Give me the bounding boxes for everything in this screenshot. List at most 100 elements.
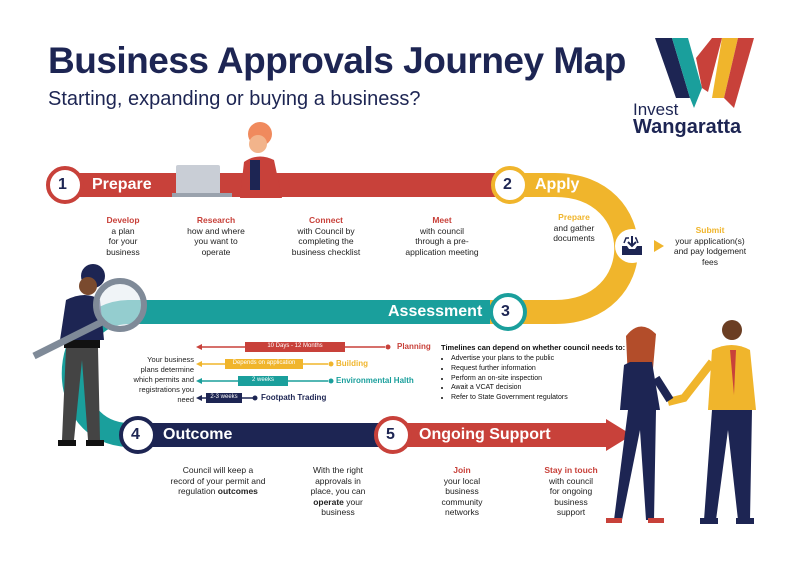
prepare-step-meet: Meet with council through a pre- applica… <box>395 215 489 257</box>
stage-name-apply: Apply <box>535 176 580 193</box>
timeline-building <box>196 359 334 369</box>
note-line: record of your permit and <box>170 475 266 486</box>
step-line: business <box>445 486 479 496</box>
step-label: Submit <box>695 225 725 235</box>
inbox-download-icon <box>615 229 649 263</box>
stage-name-outcome: Outcome <box>163 426 233 443</box>
submit-arrow <box>654 240 664 252</box>
step-line: for your <box>108 236 138 246</box>
timeline-bars <box>196 342 391 403</box>
support-step-stay-in-touch: Stay in touch with council for ongoing b… <box>535 465 607 518</box>
page-title: Business Approvals Journey Map <box>48 40 626 81</box>
stage-circle-4 <box>119 416 157 454</box>
apply-road <box>490 173 639 324</box>
outcome-note-record: Council will keep a record of your permi… <box>158 465 278 497</box>
note-line: Council will keep a <box>182 465 254 475</box>
step-line: documents <box>553 233 595 243</box>
timeline-building-label: Building <box>336 359 368 368</box>
plans-note: Your business plans determine which perm… <box>126 355 194 405</box>
prepare-step-research: Research how and where you want to opera… <box>176 215 256 257</box>
step-label: Stay in touch <box>544 465 598 475</box>
note-line: plans determine <box>140 365 194 374</box>
step-line: for ongoing <box>549 486 593 496</box>
step-label: Connect <box>309 215 343 225</box>
step-line: business <box>554 496 588 507</box>
step-line: your application(s) <box>675 235 745 246</box>
step-line: a plan <box>111 225 135 236</box>
outcome-note-operate: With the right approvals in place, you c… <box>298 465 378 518</box>
list-item: Await a VCAT decision <box>451 383 568 393</box>
note-line: business <box>321 507 355 517</box>
note-line: regulation <box>178 486 218 496</box>
step-line: with Council by <box>297 225 355 236</box>
list-item: Refer to State Government regulators <box>451 393 568 403</box>
stage-circle-5 <box>374 416 412 454</box>
timeline-environmental <box>196 376 334 386</box>
person-at-laptop-illustration <box>172 122 282 198</box>
step-line: completing the <box>298 236 354 246</box>
wangaratta-logo-mark <box>655 38 754 108</box>
laptop-icon <box>176 165 220 195</box>
page-subtitle: Starting, expanding or buying a business… <box>48 88 421 110</box>
timeline-footpath-duration: 2-3 weeks <box>210 394 238 400</box>
step-label: Meet <box>432 215 452 225</box>
note-line: With the right <box>312 465 364 475</box>
stage-circle-1 <box>46 166 84 204</box>
stage-number-2: 2 <box>503 176 512 193</box>
step-line: with council <box>420 225 464 236</box>
timelines-depend-heading: Timelines can depend on whether council … <box>441 343 626 352</box>
note-line: which permits and <box>133 375 194 384</box>
step-line: how and where <box>187 225 245 236</box>
stage-number-5: 5 <box>386 426 395 443</box>
note-bold: outcomes <box>217 486 258 496</box>
step-line: and pay lodgement <box>673 246 747 256</box>
step-line: and gather <box>553 222 595 233</box>
note-line: your <box>343 496 363 507</box>
logo-invest-text: Invest <box>633 100 679 119</box>
list-item: Advertise your plans to the public <box>451 354 568 364</box>
timeline-planning-duration: 10 Days - 12 Months <box>267 343 323 349</box>
timeline-footpath <box>196 393 258 403</box>
step-line: with council <box>549 475 593 486</box>
step-line: support <box>556 507 586 517</box>
stage-name-prepare: Prepare <box>92 176 152 193</box>
note-line: approvals in <box>315 475 361 486</box>
step-label: Join <box>453 465 471 475</box>
step-line: your local <box>443 475 481 486</box>
step-label: Develop <box>106 215 140 225</box>
magnifying-glass-icon <box>32 278 147 360</box>
apply-step-submit: Submit your application(s) and pay lodge… <box>664 225 756 267</box>
timeline-environmental-duration: 2 weeks <box>251 377 274 383</box>
step-line: application meeting <box>405 246 479 257</box>
note-bold: operate <box>313 496 344 507</box>
note-line: place, you can <box>310 486 366 496</box>
step-line: community <box>441 496 483 507</box>
prepare-step-develop: Develop a plan for your business <box>93 215 153 257</box>
apply-step-prepare: Prepare and gather documents <box>540 212 608 244</box>
stage-number-3: 3 <box>501 303 510 320</box>
step-label: Research <box>196 215 236 225</box>
step-line: business <box>106 246 140 257</box>
stage-number-4: 4 <box>131 426 140 443</box>
timeline-building-duration: Depends on application <box>232 360 296 366</box>
timeline-planning-label: Planning <box>397 342 431 351</box>
timeline-footpath-label: Footpath Trading <box>261 393 327 402</box>
stage-name-assessment: Assessment <box>388 303 483 320</box>
timelines-depend-list: Advertise your plans to the public Reque… <box>441 354 568 403</box>
timeline-planning <box>196 342 391 352</box>
step-line: through a pre- <box>415 236 469 246</box>
note-line: Your business <box>147 355 194 364</box>
list-item: Request further information <box>451 364 568 374</box>
note-line: registrations you need <box>138 385 194 404</box>
stage-number-1: 1 <box>58 176 67 193</box>
list-item: Perform an on-site inspection <box>451 374 568 384</box>
step-label: Prepare <box>558 212 590 222</box>
stage-name-ongoing-support: Ongoing Support <box>419 426 551 443</box>
timeline-environmental-label: Environmental Halth <box>336 376 414 385</box>
step-line: operate <box>201 246 231 257</box>
step-line: fees <box>701 256 719 267</box>
support-arrowhead <box>606 419 632 451</box>
logo-name-text: Wangaratta <box>633 116 742 138</box>
support-step-join: Join your local business community netwo… <box>428 465 496 518</box>
